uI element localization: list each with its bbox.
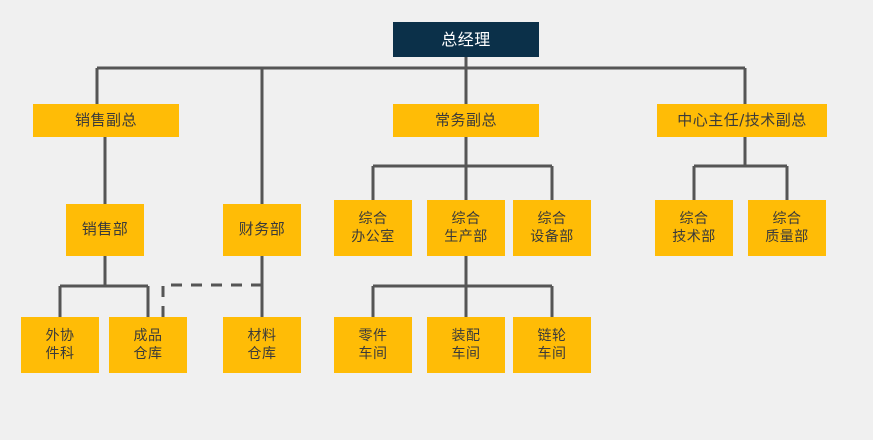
node-label-line: 车间 [451, 346, 481, 362]
node-label-line: 仓库 [133, 346, 163, 362]
node-label-line: 材料 [247, 327, 277, 344]
node-label-line: 综合 [679, 210, 709, 227]
node-label-line: 综合 [537, 210, 567, 227]
node-comprehensive-quality-department[interactable]: 综合 质量部 [748, 200, 826, 256]
node-label-line: 质量部 [765, 229, 809, 245]
node-label-line: 技术部 [672, 229, 716, 245]
node-finance-department[interactable]: 财务部 [223, 204, 301, 256]
node-label-line: 财务部 [238, 220, 286, 239]
node-label-line: 销售副总 [74, 110, 137, 129]
node-outsourced-parts-section[interactable]: 外协 件科 [21, 317, 99, 373]
node-sales-department[interactable]: 销售部 [66, 204, 144, 256]
node-label-line: 常务副总 [434, 110, 497, 129]
node-label-line: 销售部 [81, 220, 129, 239]
connector-dashed-finance-to-finished-goods [161, 283, 262, 317]
node-assembly-workshop[interactable]: 装配 车间 [427, 317, 505, 373]
node-label-line: 车间 [358, 346, 388, 362]
node-label-line: 综合 [451, 210, 481, 227]
node-executive-vice-president[interactable]: 常务副总 [393, 104, 539, 137]
node-label-line: 办公室 [351, 229, 395, 245]
node-center-director-tech-vice-president[interactable]: 中心主任/技术副总 [657, 104, 827, 137]
node-sprocket-workshop[interactable]: 链轮 车间 [513, 317, 591, 373]
node-finished-goods-warehouse[interactable]: 成品 仓库 [109, 317, 187, 373]
node-material-warehouse[interactable]: 材料 仓库 [223, 317, 301, 373]
node-comprehensive-production-department[interactable]: 综合 生产部 [427, 200, 505, 256]
node-label-line: 生产部 [444, 229, 488, 245]
node-parts-workshop[interactable]: 零件 车间 [334, 317, 412, 373]
node-label-line: 装配 [451, 327, 481, 344]
node-comprehensive-equipment-department[interactable]: 综合 设备部 [513, 200, 591, 256]
node-label-line: 成品 [133, 327, 163, 344]
node-comprehensive-office[interactable]: 综合 办公室 [334, 200, 412, 256]
node-label-line: 综合 [772, 210, 802, 227]
node-label-line: 中心主任/技术副总 [677, 110, 807, 129]
node-label-line: 零件 [358, 327, 388, 344]
node-comprehensive-technology-department[interactable]: 综合 技术部 [655, 200, 733, 256]
node-label-line: 外协 [45, 327, 75, 344]
node-general-manager[interactable]: 总经理 [393, 22, 539, 57]
node-label-line: 总经理 [441, 29, 491, 49]
node-label-line: 件科 [45, 346, 75, 362]
node-label-line: 车间 [537, 346, 567, 362]
node-label-line: 链轮 [537, 327, 567, 344]
node-label-line: 仓库 [247, 346, 277, 362]
node-label-line: 设备部 [530, 229, 574, 245]
node-sales-vice-president[interactable]: 销售副总 [33, 104, 179, 137]
node-label-line: 综合 [358, 210, 388, 227]
